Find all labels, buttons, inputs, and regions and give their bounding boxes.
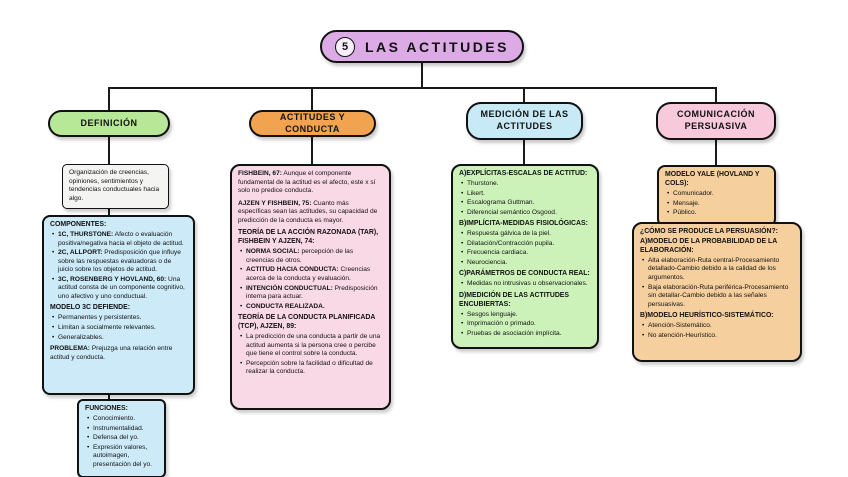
- item-term: 1C, THURSTONE:: [58, 230, 114, 238]
- list-item: Pruebas de asociación implícita.: [460, 330, 591, 339]
- list-item: CONDUCTA REALIZADA.: [239, 303, 383, 312]
- list-item: Comunicador.: [666, 190, 768, 199]
- list-item: No atención-Heurístico.: [641, 332, 794, 341]
- heuristico-sistematico-title: B)MODELO HEURÍSTICO-SISTEMÁTICO:: [640, 312, 774, 320]
- componentes-title: COMPONENTES:: [50, 221, 107, 228]
- list-item: Conocimiento.: [86, 415, 158, 424]
- definicion-intro-box: Organización de creencias, opiniones, se…: [62, 164, 169, 209]
- item-term: AJZEN Y FISHBEIN, 75:: [238, 199, 312, 207]
- list-item: Público.: [666, 209, 768, 218]
- tar-title: TEORÍA DE LA ACCIÓN RAZONADA (TAR), FISH…: [238, 229, 379, 246]
- item-term: INTENCIÓN CONDUCTUAL:: [246, 284, 333, 292]
- item-term: 3C, ROSENBERG Y HOVLAND, 60:: [58, 275, 167, 283]
- item-text: Predisposición interna para actuar.: [246, 284, 378, 301]
- branch-pill-medicion: MEDICIÓN DE LAS ACTITUDES: [466, 102, 583, 140]
- list-item: NORMA SOCIAL: percepción de las creencia…: [239, 248, 383, 265]
- tar-list: NORMA SOCIAL: percepción de las creencia…: [238, 248, 383, 311]
- list-item: Frecuencia cardiaca.: [460, 249, 591, 258]
- encubiertas-title: D)MEDICIÓN DE LAS ACTITUDES ENCUBIERTAS:: [459, 291, 569, 308]
- probabilidad-elaboracion-list: Alta elaboración-Ruta central-Procesamie…: [640, 257, 794, 309]
- item-term: NORMA SOCIAL:: [246, 248, 300, 256]
- fishbein-paragraph: FISHBEIN, 67: Aunque el componente funda…: [238, 170, 383, 196]
- list-item: Dilatación/Contracción pupila.: [460, 240, 591, 249]
- list-item: Respuesta gálvica de la piel.: [460, 230, 591, 239]
- list-item: Thurstone.: [460, 180, 591, 189]
- ajzen-fishbein-paragraph: AJZEN Y FISHBEIN, 75: Cuanto más específ…: [238, 200, 383, 226]
- list-item: Escalograma Guttman.: [460, 199, 591, 208]
- tree-branch-lines: [108, 62, 717, 402]
- componentes-list: 1C, THURSTONE: Afecto o evaluación posit…: [50, 231, 187, 302]
- list-item: Baja elaboración-Ruta periférica-Procesa…: [641, 284, 794, 310]
- funciones-box: FUNCIONES: Conocimiento. Instrumentalida…: [77, 399, 166, 477]
- branch-pill-comunicacion: COMUNICACIÓN PERSUASIVA: [656, 102, 776, 140]
- topic-number-badge: 5: [335, 36, 355, 57]
- explicitas-title: A)EXPLÍCITAS-ESCALAS DE ACTITUD:: [459, 170, 588, 177]
- map-title-node: 5 LAS ACTITUDES: [320, 30, 524, 63]
- list-item: Generalizables.: [51, 334, 187, 343]
- item-text: Predisposición que influye sobre las res…: [58, 249, 181, 274]
- list-item: Diferencial semántico Osgood.: [460, 209, 591, 218]
- funciones-title: FUNCIONES:: [85, 405, 128, 412]
- list-item: Medidas no intrusivas u observacionales.: [460, 280, 591, 289]
- probabilidad-elaboracion-title: A)MODELO DE LA PROBABILIDAD DE LA ELABOR…: [640, 237, 777, 254]
- yale-list: Comunicador. Mensaje. Público.: [665, 190, 768, 218]
- item-term: 2C, ALLPORT:: [58, 249, 103, 257]
- list-item: Defensa del yo.: [86, 434, 158, 443]
- item-text: Una actitud consta de un componente cogn…: [58, 275, 185, 300]
- modelo-yale-box: MODELO YALE (HOVLAND Y COLS): Comunicado…: [657, 165, 776, 227]
- tcp-list: La predicción de una conducta a partir d…: [238, 333, 383, 377]
- branch-pill-definicion: DEFINICIÓN: [48, 110, 170, 137]
- list-item: Sesgos lenguaje.: [460, 311, 591, 320]
- problema-paragraph: PROBLEMA: Prejuzga una relación entre ac…: [50, 345, 187, 362]
- list-item: La predicción de una conducta a partir d…: [239, 333, 383, 359]
- item-term: ACTITUD HACIA CONDUCTA:: [246, 266, 339, 274]
- implicitas-title: B)IMPLÍCITA-MEDIDAS FISIOLÓGICAS:: [459, 220, 588, 228]
- list-item: Neurociencia.: [460, 259, 591, 268]
- actitudes-conducta-box: FISHBEIN, 67: Aunque el componente funda…: [230, 164, 391, 410]
- item-text: percepción de las creencias de otros.: [246, 248, 354, 264]
- list-item: ACTITUD HACIA CONDUCTA: Creencias acerca…: [239, 266, 383, 283]
- item-text: Aunque el componente fundamental de la a…: [238, 170, 376, 195]
- implicitas-list: Respuesta gálvica de la piel. Dilatación…: [459, 230, 591, 267]
- yale-title: MODELO YALE (HOVLAND Y COLS):: [665, 171, 760, 187]
- list-item: 1C, THURSTONE: Afecto o evaluación posit…: [51, 231, 187, 248]
- list-item: Permanentes y persistentes.: [51, 314, 187, 323]
- tcp-title: TEORÍA DE LA CONDUCTA PLANIFICADA (TCP),…: [238, 314, 376, 331]
- modelo-3c-list: Permanentes y persistentes. Limitan a so…: [50, 314, 187, 342]
- list-item: Percepción sobre la facilidad o dificult…: [239, 360, 383, 377]
- parametros-list: Medidas no intrusivas u observacionales.: [459, 280, 591, 289]
- list-item: Limitan a socialmente relevantes.: [51, 324, 187, 333]
- componentes-box: COMPONENTES: 1C, THURSTONE: Afecto o eva…: [42, 215, 195, 395]
- explicitas-list: Thurstone. Likert. Escalograma Guttman. …: [459, 180, 591, 217]
- list-item: 3C, ROSENBERG Y HOVLAND, 60: Una actitud…: [51, 276, 187, 302]
- list-item: 2C, ALLPORT: Predisposición que influye …: [51, 249, 187, 275]
- list-item: Expresión valores, autoimagen, presentac…: [86, 444, 158, 470]
- list-item: Alta elaboración-Ruta central-Procesamie…: [641, 257, 794, 283]
- item-text: Prejuzga una relación entre actitud y co…: [50, 345, 173, 361]
- persuasion-title: ¿CÓMO SE PRODUCE LA PERSUASIÓN?:: [640, 228, 778, 235]
- item-text: Creencias acerca de la conducta y evalua…: [246, 266, 371, 282]
- item-term: FISHBEIN, 67:: [238, 170, 282, 177]
- medicion-box: A)EXPLÍCITAS-ESCALAS DE ACTITUD: Thursto…: [451, 164, 599, 349]
- item-term: CONDUCTA REALIZADA.: [246, 302, 325, 310]
- list-item: Imprimación o primado.: [460, 320, 591, 329]
- list-item: Mensaje.: [666, 200, 768, 209]
- item-text: Cuanto más específicas sean las actitude…: [238, 199, 378, 224]
- item-term: PROBLEMA:: [50, 345, 90, 353]
- parametros-title: C)PARÁMETROS DE CONDUCTA REAL:: [459, 270, 590, 278]
- persuasion-box: ¿CÓMO SE PRODUCE LA PERSUASIÓN?: A)MODEL…: [632, 222, 802, 362]
- heuristico-sistematico-list: Atención-Sistemático. No atención-Heurís…: [640, 322, 794, 340]
- modelo-3c-title: MODELO 3C DEFIENDE:: [50, 304, 131, 312]
- list-item: INTENCIÓN CONDUCTUAL: Predisposición int…: [239, 285, 383, 302]
- branch-pill-actitudes-conducta: ACTITUDES Y CONDUCTA: [249, 110, 376, 137]
- encubiertas-list: Sesgos lenguaje. Imprimación o primado. …: [459, 311, 591, 339]
- list-item: Likert.: [460, 190, 591, 199]
- map-title-text: LAS ACTITUDES: [365, 38, 509, 55]
- list-item: Instrumentalidad.: [86, 425, 158, 434]
- funciones-list: Conocimiento. Instrumentalidad. Defensa …: [85, 415, 158, 469]
- item-text: Afecto o evaluación positiva/negativa ha…: [58, 230, 184, 247]
- list-item: Atención-Sistemático.: [641, 322, 794, 331]
